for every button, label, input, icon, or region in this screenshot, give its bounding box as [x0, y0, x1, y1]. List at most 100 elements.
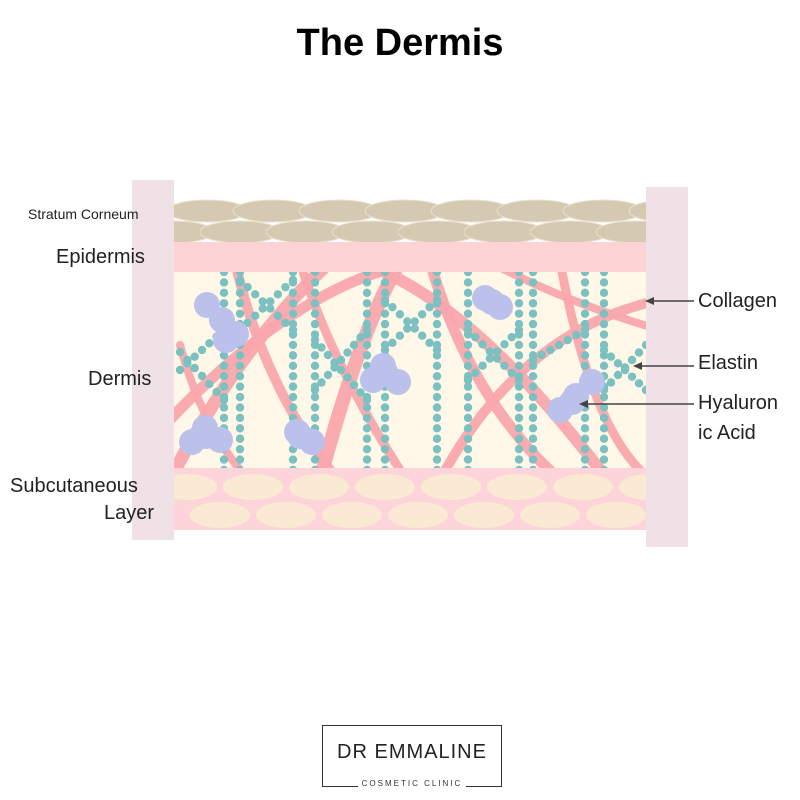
- elastin-bead: [235, 455, 245, 464]
- elastin-bead: [528, 355, 538, 365]
- elastin-bead: [380, 330, 390, 339]
- elastin-bead: [580, 434, 590, 443]
- elastin-bead: [599, 392, 609, 402]
- elastin-bead: [336, 355, 346, 365]
- elastin-bead: [514, 375, 524, 385]
- elastin-bead: [330, 363, 339, 372]
- elastin-bead: [627, 355, 637, 365]
- elastin-bead: [580, 299, 590, 308]
- elastin-bead: [323, 370, 333, 380]
- elastin-bead: [243, 282, 252, 292]
- elastin-bead: [599, 278, 609, 287]
- elastin-bead: [183, 359, 192, 368]
- right-frame: [646, 187, 688, 547]
- elastin-bead: [380, 345, 390, 355]
- elastin-bead: [432, 455, 442, 464]
- elastin-bead: [572, 330, 581, 340]
- elastin-bead: [599, 361, 609, 370]
- elastin-bead: [395, 310, 405, 319]
- fat-cell: [190, 502, 250, 528]
- elastin-bead: [288, 351, 298, 360]
- elastin-bead: [356, 388, 365, 397]
- elastin-bead: [235, 382, 245, 391]
- elastin-bead: [235, 309, 245, 318]
- elastin-bead: [362, 413, 372, 423]
- elastin-bead: [528, 382, 538, 391]
- elastin-bead: [380, 295, 390, 305]
- elastin-bead: [310, 272, 320, 277]
- collagen-fiber: [427, 272, 556, 468]
- elastin-bead: [388, 302, 397, 312]
- elastin-bead: [310, 455, 320, 464]
- elastin-bead: [310, 413, 320, 423]
- elastin-bead: [599, 444, 609, 454]
- elastin-bead: [485, 347, 495, 356]
- elastin-bead: [281, 318, 290, 328]
- elastin-bead: [463, 351, 473, 360]
- clinic-logo: DR EMMALINE COSMETIC CLINIC: [322, 725, 502, 788]
- elastin-bead: [432, 424, 442, 433]
- elastin-bead: [205, 379, 214, 389]
- elastin-bead: [580, 340, 590, 350]
- elastin-bead: [310, 403, 320, 412]
- label-epidermis: Epidermis: [56, 246, 145, 268]
- elastin-bead: [219, 372, 229, 381]
- elastin-bead: [362, 424, 372, 433]
- elastin-bead: [310, 372, 320, 381]
- elastin-bead: [500, 361, 509, 370]
- elastin-bead: [641, 340, 646, 350]
- elastin-bead: [219, 278, 229, 287]
- elastin-bead: [580, 361, 590, 370]
- elastin-arrowhead: [633, 362, 642, 370]
- elastin-bead: [349, 380, 359, 390]
- elastin-bead: [403, 317, 412, 326]
- elastin-bead: [514, 361, 524, 370]
- label-collagen: Collagen: [698, 290, 777, 312]
- elastin-bead: [380, 455, 390, 464]
- elastin-bead: [528, 272, 538, 277]
- elastin-bead: [317, 378, 326, 387]
- elastin-bead: [599, 319, 609, 329]
- hyaluronic-acid-cluster: [360, 353, 411, 395]
- elastin-bead: [432, 272, 442, 277]
- fat-cells: [174, 474, 646, 528]
- elastin-bead: [288, 361, 298, 370]
- elastin-bead: [514, 392, 524, 402]
- elastin-bead: [362, 272, 372, 277]
- elastin-bead: [362, 351, 372, 360]
- elastin-bead: [514, 403, 524, 412]
- elastin-bead: [600, 465, 608, 468]
- elastin-bead: [463, 299, 473, 308]
- elastin-bead: [311, 465, 319, 468]
- elastin-bead: [515, 465, 523, 468]
- elastin-bead: [362, 434, 372, 443]
- elastin-bead: [219, 351, 229, 360]
- elastin-bead: [235, 434, 245, 443]
- elastin-bead: [235, 275, 245, 285]
- elastin-bead: [599, 403, 609, 412]
- elastin-bead: [395, 331, 405, 340]
- elastin-bead: [362, 444, 372, 454]
- elastin-bead: [356, 333, 365, 342]
- elastin-bead: [514, 424, 524, 433]
- fat-cell: [355, 474, 415, 500]
- elastin-bead: [463, 382, 473, 391]
- label-hyaluronic-line1: Hyaluron: [698, 392, 779, 414]
- elastin-bead: [432, 403, 442, 412]
- elastin-bead: [288, 372, 298, 381]
- label-elastin: Elastin: [698, 352, 759, 374]
- elastin-bead: [432, 372, 442, 381]
- fat-cell: [289, 474, 349, 500]
- elastin-bead: [235, 403, 245, 412]
- elastin-bead: [433, 465, 441, 468]
- elastin-bead: [250, 290, 260, 299]
- elastin-bead: [432, 361, 442, 370]
- elastin-bead: [554, 340, 564, 350]
- fat-cell: [388, 502, 448, 528]
- elastin-bead: [288, 275, 298, 285]
- elastin-bead: [580, 351, 590, 360]
- elastin-bead: [563, 335, 572, 345]
- elastin-bead: [219, 272, 229, 277]
- elastin-bead: [528, 309, 538, 318]
